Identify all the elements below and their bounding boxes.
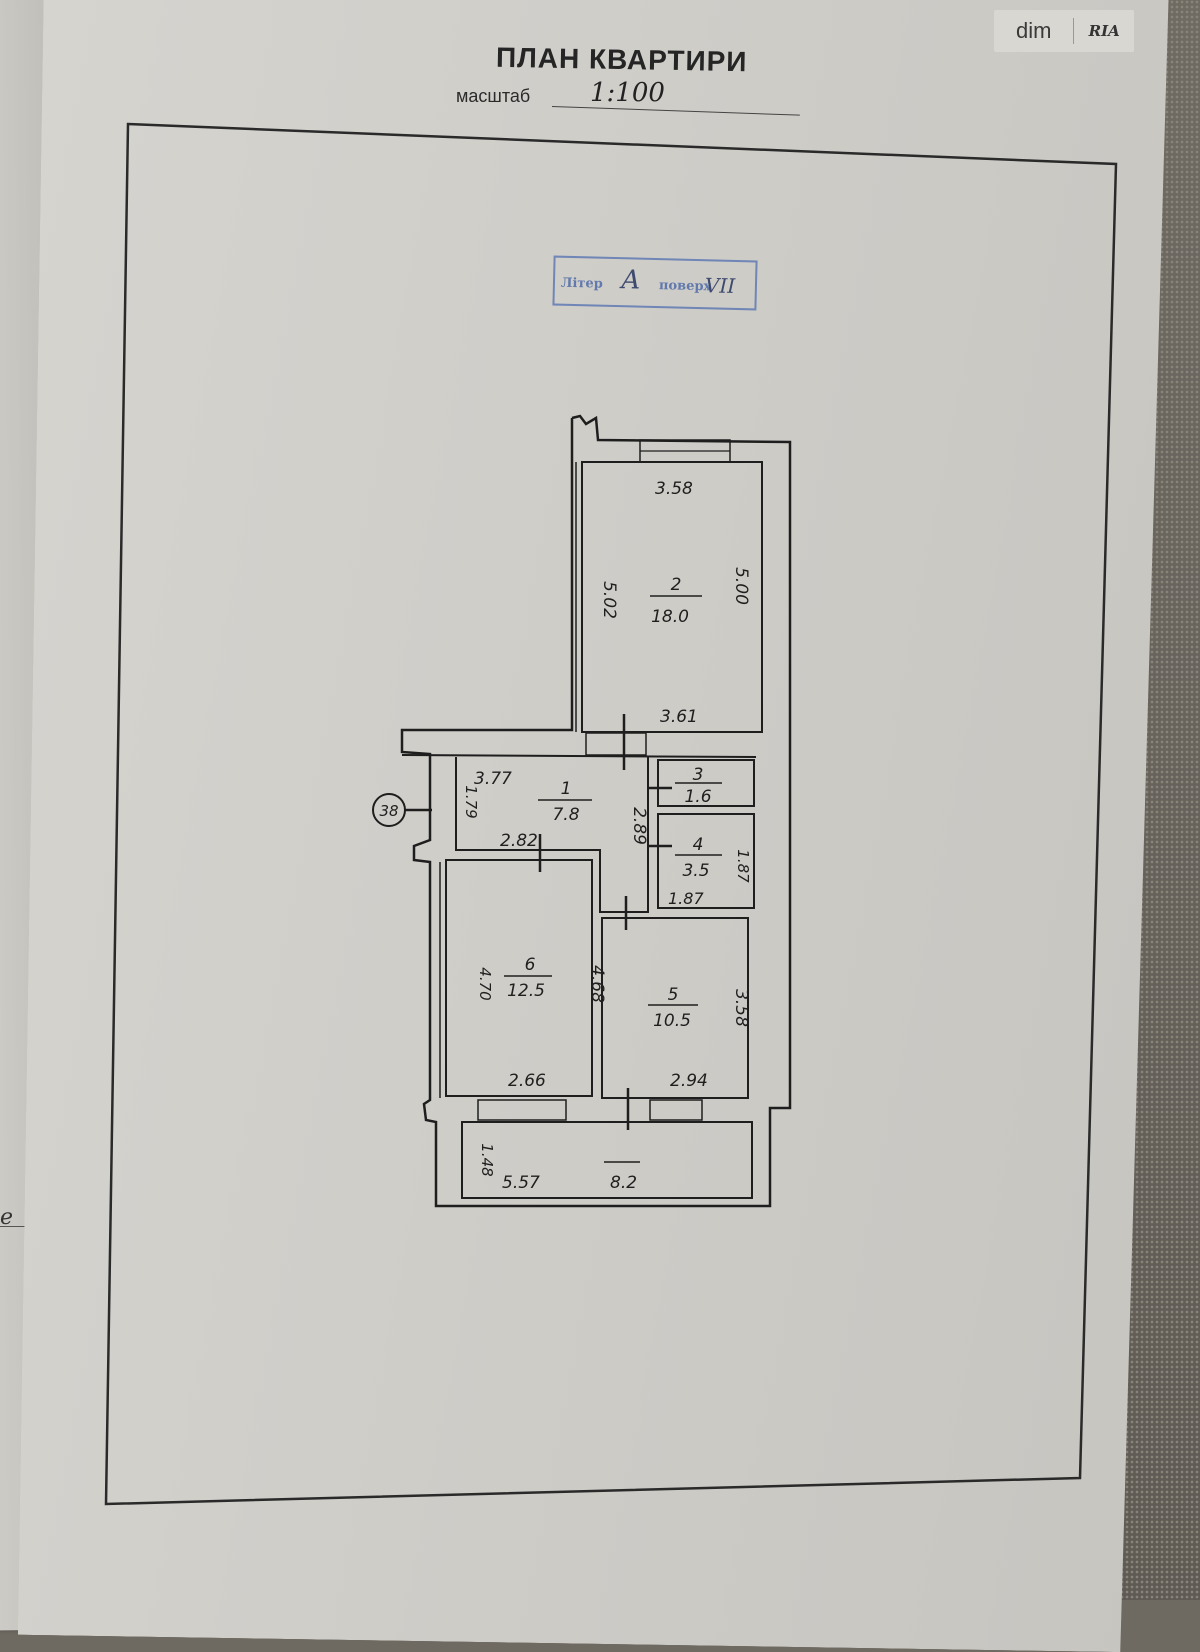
room-4-dim-bottom: 1.87 <box>668 889 704 908</box>
room-4-area: 3.5 <box>682 861 709 881</box>
room-6-number: 6 <box>525 955 536 975</box>
scale-label: масштаб <box>456 86 531 106</box>
room-2-dim-left: 5.02 <box>599 581 619 619</box>
room-3-number: 3 <box>693 765 704 785</box>
room-4-number: 4 <box>693 835 704 855</box>
apartment-number: 38 <box>379 802 398 820</box>
room-6-dim-bottom: 2.66 <box>508 1071 546 1091</box>
room-1-dim-bottom: 2.82 <box>500 831 538 851</box>
floor-plan: 38 3.58 5.02 5.00 2 18.0 3.61 3.77 1.79 … <box>372 414 792 1208</box>
watermark-ria: RIA <box>1088 22 1120 40</box>
scale-value: 1:100 <box>590 78 665 108</box>
room-5-area: 10.5 <box>653 1011 691 1031</box>
dimria-watermark: dim RIA <box>994 10 1134 52</box>
room-5-dim-bottom: 2.94 <box>670 1071 708 1091</box>
room-3-area: 1.6 <box>684 787 711 807</box>
room-2-area: 18.0 <box>651 607 689 627</box>
room-5-number: 5 <box>668 985 679 1005</box>
room-2-dim-top: 3.58 <box>655 479 693 499</box>
balcony-dim-bottom: 5.57 <box>502 1173 540 1193</box>
balcony-dim-left: 1.48 <box>478 1143 496 1176</box>
room-6-dim-left: 4.70 <box>476 967 494 1000</box>
room-2-number: 2 <box>671 575 682 595</box>
room-2-dim-right: 5.00 <box>731 567 751 605</box>
room-5-dim-right: 3.58 <box>731 989 751 1027</box>
room-2-dim-bottom: 3.61 <box>660 707 698 727</box>
room-1-dim-right: 2.89 <box>629 807 649 845</box>
room-1-number: 1 <box>561 779 572 799</box>
left-page-mark: е <box>0 1205 14 1230</box>
room-1-dim-left: 1.79 <box>462 785 480 818</box>
watermark-dim: dim <box>994 18 1075 44</box>
room-1-dim-top: 3.77 <box>474 769 512 789</box>
balcony-area: 8.2 <box>610 1173 637 1193</box>
room-1-area: 7.8 <box>552 805 579 825</box>
room-6-dim-right: 4.68 <box>587 965 607 1003</box>
room-4-dim-right: 1.87 <box>734 849 752 883</box>
room-6-area: 12.5 <box>507 981 545 1001</box>
left-page-line <box>0 1226 42 1227</box>
